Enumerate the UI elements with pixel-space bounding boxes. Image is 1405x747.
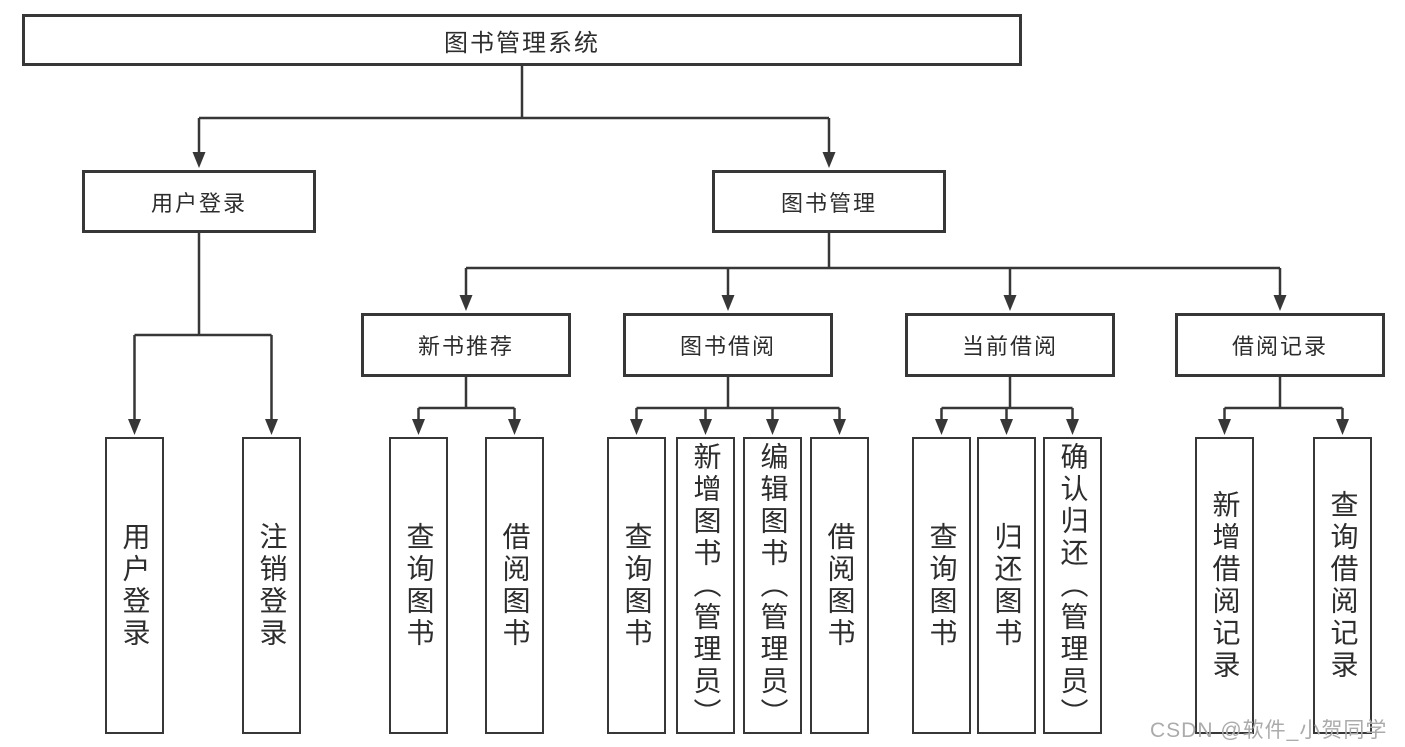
leaf-label: 查询图书 bbox=[403, 521, 435, 650]
leaf-add-borrow-record: 新增借阅记录 bbox=[1195, 437, 1254, 734]
leaf-label: 归还图书 bbox=[991, 521, 1023, 650]
node-book-borrow: 图书借阅 bbox=[623, 313, 833, 377]
leaf-return-book: 归还图书 bbox=[977, 437, 1036, 734]
node-new-book-recommend: 新书推荐 bbox=[361, 313, 571, 377]
connector-current-borrow-children bbox=[935, 377, 1079, 435]
watermark: CSDN @软件_小贺同学 bbox=[1150, 719, 1388, 742]
leaf-label: 借阅图书 bbox=[499, 521, 531, 650]
leaf-label: 借阅图书 bbox=[824, 521, 856, 650]
leaf-query-borrow-record: 查询借阅记录 bbox=[1313, 437, 1372, 734]
leaf-borrow-books-2: 借阅图书 bbox=[810, 437, 869, 734]
node-borrow-records: 借阅记录 bbox=[1175, 313, 1385, 377]
node-book-management: 图书管理 bbox=[712, 170, 946, 233]
leaf-label: 新增图书（管理员） bbox=[690, 441, 722, 730]
leaf-user-login: 用户登录 bbox=[105, 437, 164, 734]
leaf-label: 新增借阅记录 bbox=[1209, 489, 1241, 682]
leaf-query-books-2: 查询图书 bbox=[607, 437, 666, 734]
connector-new-book-children bbox=[412, 377, 521, 435]
leaf-edit-book-admin: 编辑图书（管理员） bbox=[743, 437, 802, 734]
node-system: 图书管理系统 bbox=[22, 14, 1022, 66]
connector-root-to-level2 bbox=[192, 66, 836, 168]
leaf-query-books-1: 查询图书 bbox=[389, 437, 448, 734]
leaf-label: 编辑图书（管理员） bbox=[757, 441, 789, 730]
node-user-login: 用户登录 bbox=[82, 170, 316, 233]
node-current-borrow: 当前借阅 bbox=[905, 313, 1115, 377]
leaf-confirm-return-admin: 确认归还（管理员） bbox=[1043, 437, 1102, 734]
leaf-borrow-books-1: 借阅图书 bbox=[485, 437, 544, 734]
leaf-label: 用户登录 bbox=[119, 521, 151, 650]
leaf-add-book-admin: 新增图书（管理员） bbox=[676, 437, 735, 734]
connector-book-management-children bbox=[459, 233, 1287, 311]
connector-book-borrow-children bbox=[630, 377, 846, 435]
connector-user-login-children bbox=[128, 233, 278, 435]
leaf-query-books-3: 查询图书 bbox=[912, 437, 971, 734]
leaf-label: 查询借阅记录 bbox=[1327, 489, 1359, 682]
leaf-logout: 注销登录 bbox=[242, 437, 301, 734]
leaf-label: 注销登录 bbox=[256, 521, 288, 650]
leaf-label: 查询图书 bbox=[621, 521, 653, 650]
leaf-label: 确认归还（管理员） bbox=[1057, 441, 1089, 730]
leaf-label: 查询图书 bbox=[926, 521, 958, 650]
connector-borrow-records-children bbox=[1218, 377, 1349, 435]
